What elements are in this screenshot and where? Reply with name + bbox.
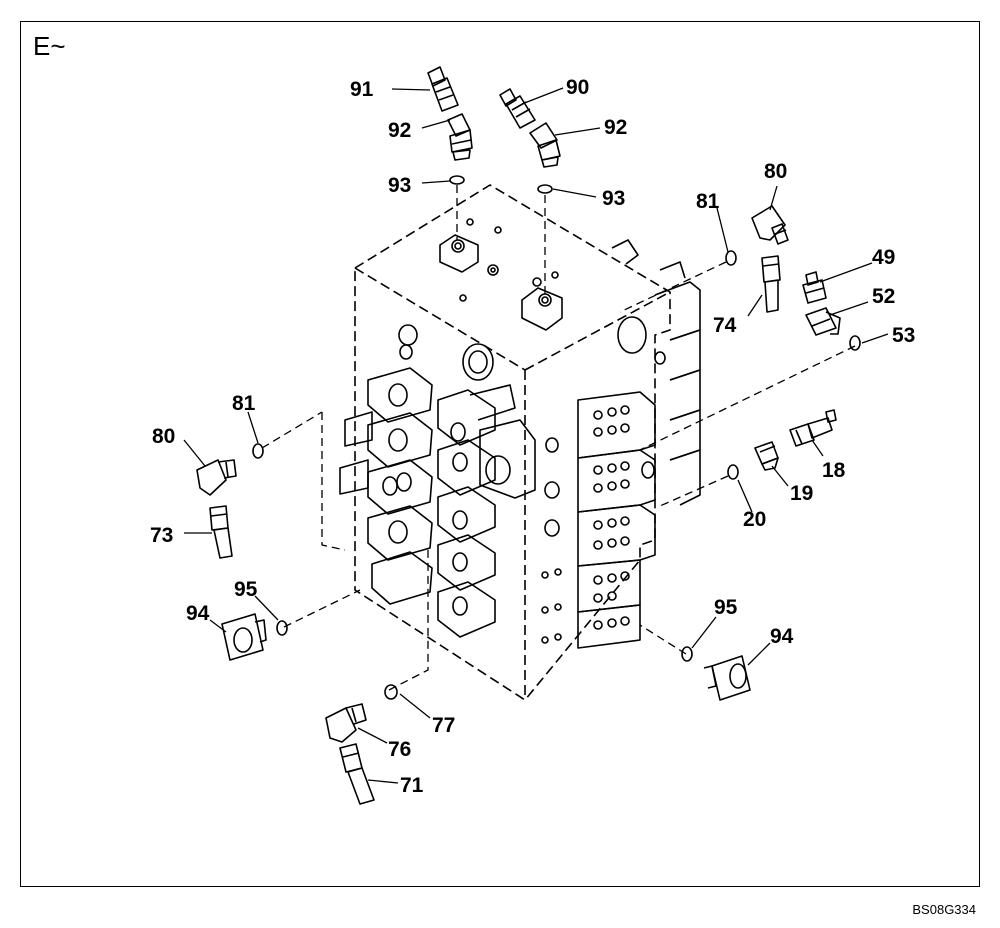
callout-81-top: 81 (696, 190, 720, 213)
fitting-76 (325, 703, 367, 743)
fitting-19 (754, 441, 779, 471)
leader-lines (183, 87, 889, 784)
o-ring-95-left (276, 620, 288, 636)
o-ring-95-right (681, 646, 693, 662)
callout-80-left: 80 (152, 425, 175, 448)
callouts: 91 90 92 92 93 93 81 80 49 52 74 53 81 8… (150, 76, 915, 797)
callout-18: 18 (822, 459, 846, 482)
callout-71: 71 (400, 774, 424, 797)
o-ring-77 (384, 684, 398, 700)
assembly-lines (261, 185, 856, 691)
callout-94-left: 94 (186, 602, 210, 625)
callout-92-left: 92 (388, 119, 411, 142)
o-ring-20 (727, 464, 739, 480)
fitting-92-right (529, 122, 561, 168)
o-ring-93-right (537, 184, 553, 194)
fitting-94-right (703, 655, 751, 701)
diagram-frame (20, 21, 980, 887)
callout-76: 76 (388, 738, 411, 761)
fitting-49 (802, 271, 827, 304)
hose-73 (209, 505, 233, 559)
fitting-90 (499, 88, 536, 129)
callout-95-left: 95 (234, 578, 258, 601)
callout-19: 19 (790, 482, 813, 505)
callout-91: 91 (350, 78, 374, 101)
fitting-52 (805, 307, 841, 336)
fitting-80-left (196, 459, 237, 496)
callout-53: 53 (892, 324, 915, 347)
fitting-80-top (751, 205, 789, 245)
callout-93-left: 93 (388, 174, 411, 197)
control-valve-block (339, 184, 701, 701)
callout-52: 52 (872, 285, 895, 308)
callout-74: 74 (713, 314, 737, 337)
fitting-18 (789, 409, 837, 447)
hose-74 (761, 255, 781, 313)
o-rings (252, 175, 861, 700)
o-ring-93-left (449, 175, 465, 185)
o-ring-81-left (252, 443, 264, 459)
hose-71 (339, 743, 375, 805)
callout-90: 90 (566, 76, 589, 99)
callout-73: 73 (150, 524, 173, 547)
fitting-94-left (221, 613, 267, 661)
fitting-91 (427, 66, 459, 112)
callout-93-right: 93 (602, 187, 625, 210)
o-ring-53 (849, 335, 861, 351)
reference-code: BS08G334 (912, 902, 976, 917)
callout-77: 77 (432, 714, 455, 737)
callout-95-right: 95 (714, 596, 738, 619)
callout-81-left: 81 (232, 392, 256, 415)
callout-20: 20 (743, 508, 766, 531)
o-ring-81-top (725, 250, 737, 266)
callout-92-right: 92 (604, 116, 627, 139)
callout-80-top: 80 (764, 160, 787, 183)
callout-49: 49 (872, 246, 895, 269)
callout-94-right: 94 (770, 625, 794, 648)
frame-label: E~ (33, 31, 66, 61)
fitting-92-left (447, 113, 473, 161)
